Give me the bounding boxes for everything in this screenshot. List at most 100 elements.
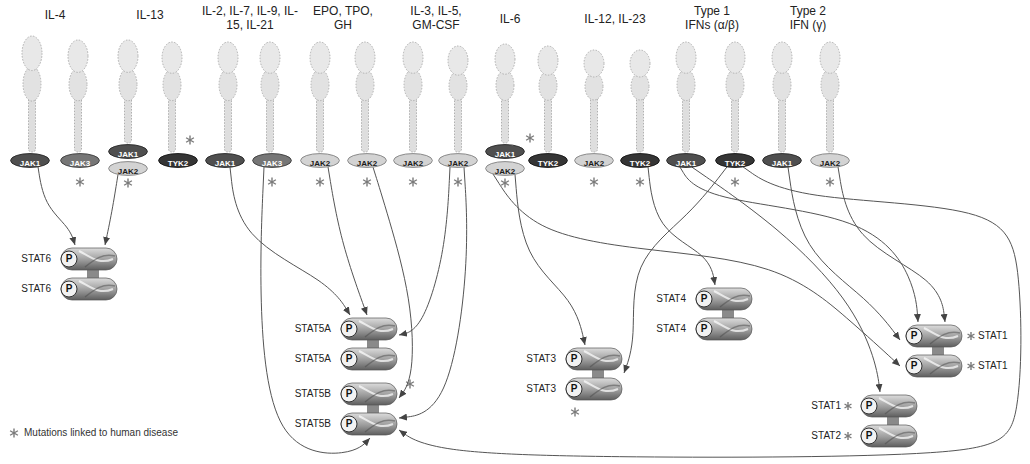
asterisk-stroke [363, 180, 371, 185]
asterisk-stroke [409, 180, 417, 185]
kinase-name: JAK2 [403, 156, 423, 171]
asterisk-stroke [501, 181, 509, 186]
receptor-chain [22, 36, 42, 152]
legend-text: Mutations linked to human disease [24, 426, 178, 440]
stat-name: STAT5A [295, 352, 331, 366]
ribbon-stripe [590, 355, 620, 367]
receptor-chain [584, 50, 604, 152]
receptor-label: IL-4 [25, 8, 85, 22]
asterisk-stroke [590, 180, 598, 185]
extracellular-domain [162, 42, 182, 73]
asterisk-stroke [268, 180, 276, 185]
stat-name: STAT6 [21, 282, 51, 296]
extracellular-domain [356, 69, 374, 100]
stat-name: STAT1 [978, 329, 1008, 343]
asterisk-stroke [731, 180, 739, 185]
mutation-asterisk [826, 178, 834, 187]
activation-arrow [399, 167, 467, 418]
phospho-circle [861, 398, 877, 414]
receptor-chain [162, 42, 182, 152]
mutation-asterisk [268, 178, 276, 187]
ribbon-stripe [85, 285, 115, 297]
stat-name: STAT2 [811, 429, 841, 443]
stat-name: STAT1 [978, 359, 1008, 373]
asterisk-stroke [968, 334, 975, 338]
kinase-name: TYK2 [168, 156, 188, 171]
phospho-label: P [861, 398, 877, 414]
kinase-name: TYK2 [538, 156, 558, 171]
asterisk-stroke [845, 404, 852, 408]
mutation-asterisk [845, 402, 852, 410]
receptor-chain [820, 42, 840, 152]
stat-name: STAT5A [295, 322, 331, 336]
extracellular-domain [725, 42, 745, 73]
phospho-label: P [906, 328, 922, 344]
stat-dimer-shape [335, 315, 399, 373]
activation-arrow [493, 174, 900, 366]
stat-dimer: STAT1PPSTAT1 [900, 322, 964, 380]
receptor-label: IL-12, IL-23 [575, 12, 655, 26]
kinase-name: TYK2 [725, 156, 745, 171]
receptor-label: Type 1 IFNs (α/β) [683, 4, 741, 32]
jak-kinase: JAK1 [485, 144, 525, 159]
kinase-name: JAK1 [215, 156, 235, 171]
mutation-asterisk [454, 178, 462, 187]
extracellular-domain [163, 69, 181, 100]
stat-monomer [861, 395, 917, 417]
extracellular-domain [311, 69, 329, 100]
receptor-chain [538, 46, 558, 152]
activation-arrow [788, 167, 900, 340]
phospho-circle [341, 351, 357, 367]
jak-kinase: TYK2 [528, 153, 568, 168]
extracellular-domain [219, 69, 237, 100]
asterisk-stroke [571, 410, 579, 415]
mutation-asterisk [636, 178, 644, 187]
stat-monomer [341, 318, 397, 340]
stat-name: STAT5B [295, 417, 331, 431]
activation-arrow [692, 167, 880, 392]
phospho-label: P [906, 358, 922, 374]
phospho-label: P [61, 251, 77, 267]
receptor-chain [630, 50, 650, 152]
mutation-asterisk [845, 432, 852, 440]
kinase-name: TYK2 [630, 156, 650, 171]
jak-kinase: JAK2 [438, 153, 478, 168]
ribbon-stripe [930, 332, 960, 344]
stat-dimer: STAT6PPSTAT6 [55, 245, 119, 303]
stat-monomer [61, 278, 117, 300]
asterisk-stroke [409, 180, 417, 185]
stat-dimer-shape [900, 322, 964, 380]
stat-dimer-shape [560, 345, 624, 403]
receptor-chain [676, 42, 696, 152]
asterisk-stroke [316, 180, 324, 185]
asterisk-stroke [363, 180, 371, 185]
asterisk-symbol [8, 427, 20, 439]
jak-kinase: JAK2 [485, 161, 525, 176]
extracellular-domain [495, 44, 515, 74]
mutation-asterisk [124, 179, 132, 188]
phospho-label: P [861, 428, 877, 444]
extracellular-domain [538, 46, 558, 75]
phospho-circle [341, 321, 357, 337]
asterisk-stroke [10, 431, 18, 436]
asterisk-stroke [845, 404, 852, 408]
asterisk-stroke [636, 180, 644, 185]
phospho-circle [566, 351, 582, 367]
jak-kinase: JAK1 [205, 153, 245, 168]
jak-kinase: TYK2 [715, 153, 755, 168]
asterisk-stroke [186, 138, 194, 143]
extracellular-domain [820, 42, 840, 73]
stat-monomer [61, 248, 117, 270]
stat-monomer [906, 325, 962, 347]
ribbon-stripe [720, 295, 750, 307]
stat-name: STAT3 [526, 352, 556, 366]
receptor-chain [725, 42, 745, 152]
extracellular-domain [404, 69, 422, 100]
kinase-name: JAK1 [676, 156, 696, 171]
ribbon-stripe [930, 362, 960, 374]
ribbon-stripe [885, 402, 915, 414]
receptor-label: IL-3, IL-5, GM-CSF [399, 4, 473, 32]
receptor-chain [355, 42, 375, 152]
